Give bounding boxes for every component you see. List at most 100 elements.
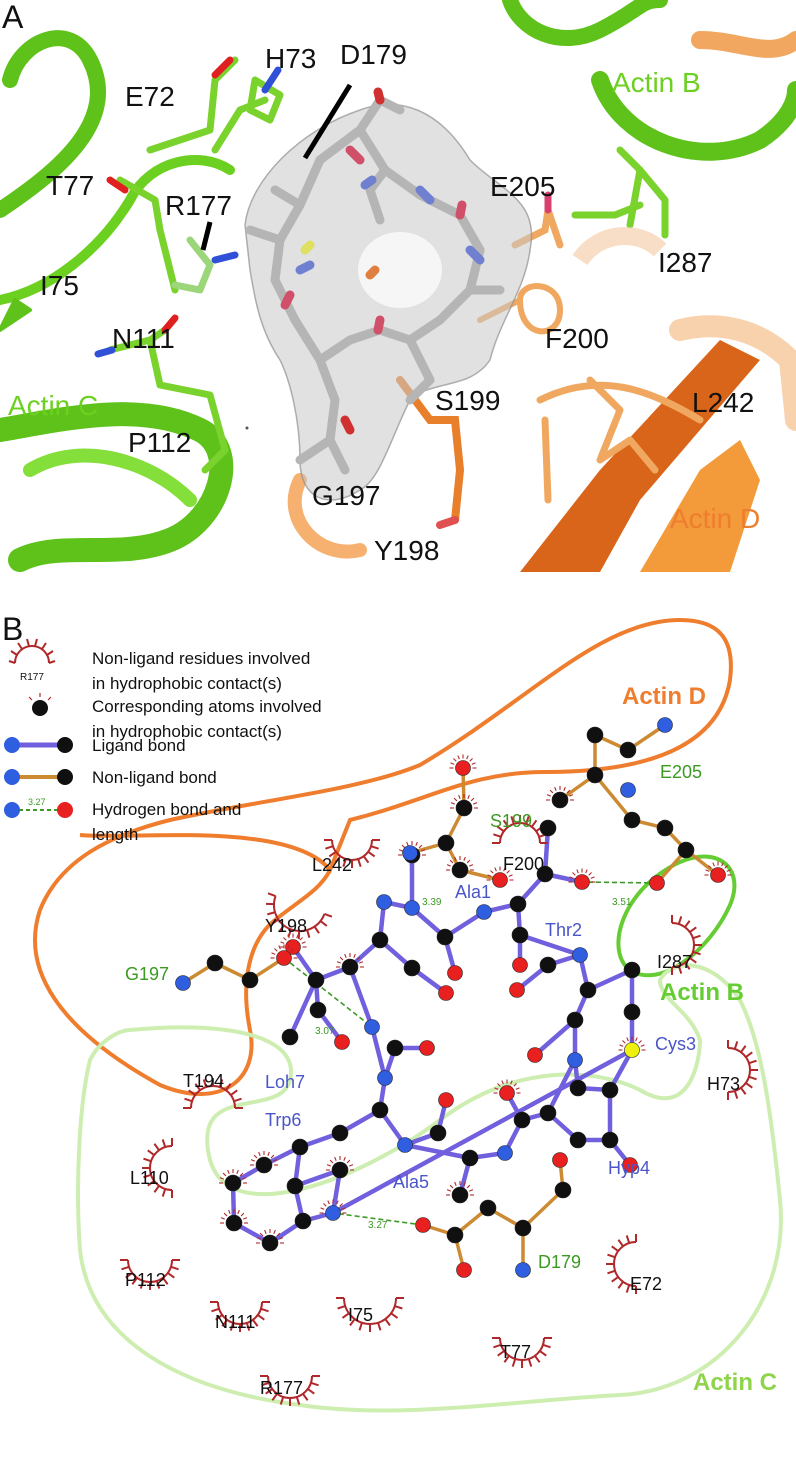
atom-spike-a32-3 [228, 1209, 231, 1214]
atom-s6 [492, 872, 508, 888]
atom-spike-a37-1 [320, 1207, 325, 1210]
contact-arc-curve-l242 [331, 839, 373, 861]
contact-arc-spike-l110-9 [161, 1139, 167, 1148]
binding-label-s199: S199 [490, 811, 532, 831]
atom-a60 [512, 957, 528, 973]
atom-spike-s3-7 [473, 802, 478, 805]
atom-s3 [455, 799, 473, 817]
contact-arc-spike-y198-1 [319, 920, 328, 927]
contact-arc-spike-f200-2 [496, 825, 505, 833]
contact-arc-spike-t194-2 [188, 1089, 196, 1096]
label-t77: T77 [46, 170, 94, 201]
label-d179: D179 [340, 39, 407, 70]
contact-arc-spike-t194-7 [225, 1083, 232, 1091]
atom-spike-a9-2 [401, 844, 406, 849]
atom-spike-a33-6 [276, 1232, 281, 1237]
contacts-layer [120, 815, 758, 1406]
ligand-bond-54 [532, 1017, 578, 1058]
contact-arc-spike-t77-6 [511, 1358, 517, 1367]
binding-label-g197: G197 [125, 964, 169, 984]
contact-arc-spike-n111-8 [215, 1314, 223, 1321]
hbond-2 [283, 957, 373, 1028]
label-actin-b: Actin B [612, 67, 701, 98]
atom-a55 [509, 982, 525, 998]
atom-spike-s5-5 [463, 856, 466, 861]
contact-arc-spike-y198-0 [324, 912, 333, 918]
legend-nonligand-bond-text: Non-ligand bond [92, 768, 217, 787]
atom-spike-g4-7 [292, 952, 297, 955]
contact-arc-spike-t77-8 [497, 1350, 505, 1357]
atom-d5 [514, 1219, 532, 1237]
atom-spike-a39-7 [469, 1189, 474, 1192]
atom-e2 [586, 766, 604, 784]
hbond-label-s199: 3.39 [422, 897, 442, 908]
atom-a12 [403, 959, 421, 977]
label-n111: N111 [112, 323, 175, 354]
atom-a24 [371, 1101, 389, 1119]
ligand-label-loh7: Loh7 [265, 1072, 305, 1092]
atom-a18 [281, 1028, 299, 1046]
atom-a27 [429, 1124, 447, 1142]
atom-spike-s3-1 [450, 802, 455, 805]
label-i75: I75 [40, 270, 79, 301]
atom-spike-a37-2 [323, 1203, 327, 1207]
atom-spike-a31-1 [219, 1177, 224, 1180]
atom-a32 [225, 1214, 243, 1232]
ligand-bond-18 [347, 964, 375, 1030]
contact-arc-spike-p112-6 [139, 1280, 145, 1289]
contact-arc-spike-l110-3 [147, 1180, 155, 1187]
contact-arc-spike-y198-7 [271, 918, 280, 925]
contact-arc-spike-i75-2 [390, 1312, 399, 1319]
region-actin-c-outline [76, 963, 783, 1413]
atom-a45 [601, 1131, 619, 1149]
contact-arc-spike-n111-4 [245, 1322, 251, 1331]
atom-d4 [479, 1199, 497, 1217]
peptide-sticks [245, 95, 505, 475]
atom-a41 [513, 1111, 531, 1129]
atom-a38 [461, 1149, 479, 1167]
atom-spike-g4-6 [290, 948, 294, 952]
contact-arc-spike-y198-9 [265, 902, 275, 906]
atom-spike-g4-1 [271, 952, 276, 955]
atom-a56 [623, 961, 641, 979]
contact-arc-spike-f200-6 [525, 816, 530, 825]
atom-spike-s4-5 [466, 755, 469, 760]
atom-spike-a42-2 [497, 1083, 501, 1087]
atom-spike-e1-5 [563, 786, 566, 791]
label-s199: S199 [435, 385, 500, 416]
atom-spike-a7-2 [572, 872, 576, 876]
atom-d3 [456, 1262, 472, 1278]
contact-arc-spike-l242-8 [328, 850, 337, 858]
atom-spike-a9-5 [415, 841, 418, 846]
contact-label-t77: T77 [500, 1342, 531, 1362]
atom-spike-a39-6 [466, 1184, 471, 1189]
panel-b-letter: B [2, 611, 23, 647]
contact-arc-spike-f200-1 [493, 833, 502, 838]
contact-arc-l110 [142, 1138, 173, 1198]
atom-spike-a37-3 [327, 1200, 330, 1205]
contact-arc-y198 [265, 892, 333, 940]
hbond-label-g197: 3.07 [315, 1026, 335, 1037]
contact-arc-spike-f200-7 [530, 819, 538, 828]
atom-s4 [455, 760, 471, 776]
hbond-length-labels: 3.39 3.51 3.07 3.27 [315, 897, 632, 1231]
atom-spike-a36-1 [326, 1164, 331, 1167]
atom-spike-a14-6 [356, 956, 361, 961]
contact-arc-spike-i287-4 [692, 934, 701, 940]
atom-spike-e1-6 [566, 789, 571, 794]
atom-a3 [447, 965, 463, 981]
atom-a35 [286, 1177, 304, 1195]
region-actin-d-outline [33, 617, 733, 1096]
contact-arc-spike-p112-8 [125, 1272, 133, 1279]
atom-spike-a31-7 [242, 1177, 247, 1180]
atom-spike-a33-7 [279, 1237, 284, 1240]
atom-spike-a16-7 [301, 941, 306, 944]
atom-spike-a7-3 [576, 869, 579, 874]
contact-label-y198: Y198 [265, 916, 307, 936]
atom-spike-a30-7 [273, 1159, 278, 1162]
contact-arc-n111 [210, 1301, 270, 1332]
atom-spike-a30-1 [250, 1159, 255, 1162]
atom-a28 [438, 1092, 454, 1108]
contact-arc-spike-l110-1 [161, 1188, 167, 1197]
contact-arc-spike-l242-6 [342, 858, 347, 867]
